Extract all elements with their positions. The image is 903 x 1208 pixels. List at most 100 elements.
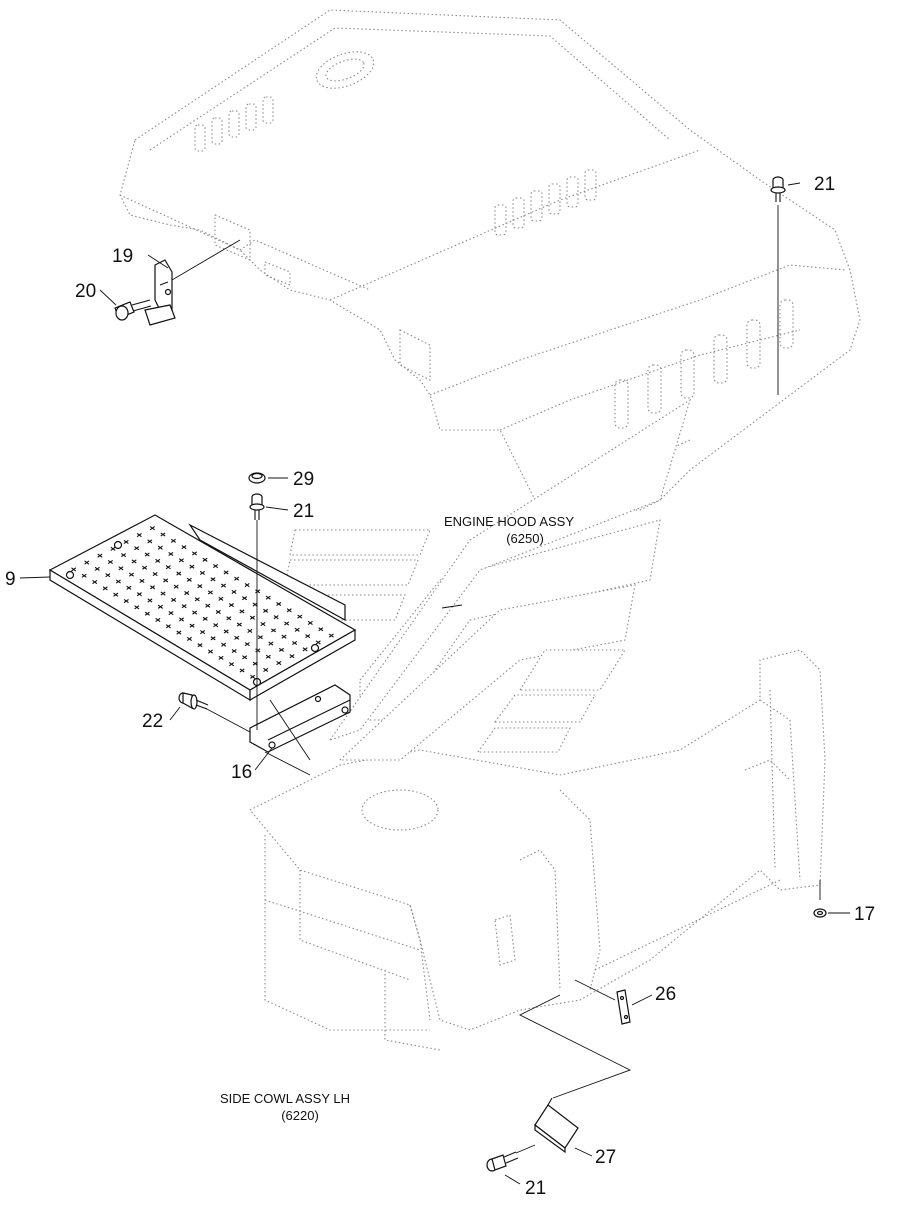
perforation-hole bbox=[265, 595, 271, 600]
perforation-hole bbox=[281, 634, 287, 639]
perforation-hole bbox=[123, 539, 129, 544]
callout-21-bottom: 21 bbox=[525, 1178, 546, 1199]
bracket-part-27 bbox=[534, 1097, 579, 1154]
perforation-hole bbox=[318, 627, 324, 632]
side-cowl-assy-code: (6220) bbox=[281, 1108, 319, 1123]
perforation-hole bbox=[178, 558, 184, 563]
engine-hood-assy-code: (6250) bbox=[506, 531, 544, 546]
perforation-hole bbox=[270, 628, 277, 633]
perforation-hole bbox=[218, 655, 224, 660]
perforation-hole bbox=[197, 584, 203, 589]
side-cowl-assy-name: SIDE COWL ASSY LH bbox=[220, 1091, 350, 1106]
perforation-hole bbox=[215, 609, 221, 615]
perforation-hole bbox=[92, 580, 98, 585]
perforation-hole bbox=[302, 647, 308, 652]
perforation-hole bbox=[142, 565, 148, 570]
perforation-hole bbox=[234, 576, 240, 581]
perforation-hole bbox=[178, 617, 185, 622]
callout-29: 29 bbox=[293, 469, 314, 490]
perforation-hole bbox=[252, 602, 258, 607]
perforation-hole bbox=[186, 577, 192, 582]
perforation-hole bbox=[250, 674, 256, 679]
callout-19: 19 bbox=[112, 246, 133, 267]
perforation-hole bbox=[160, 532, 166, 537]
decal-stripes bbox=[284, 398, 691, 761]
bolt-part-22 bbox=[178, 692, 209, 710]
perforation-hole bbox=[305, 634, 311, 639]
perforation-hole bbox=[247, 628, 253, 633]
perforation-hole bbox=[184, 590, 190, 596]
perforation-hole bbox=[207, 590, 213, 595]
perforation-hole bbox=[155, 617, 161, 623]
perforation-hole bbox=[276, 601, 282, 607]
perforation-hole bbox=[197, 643, 203, 648]
perforation-hole bbox=[118, 566, 124, 571]
perforation-hole bbox=[223, 629, 229, 634]
perforation-hole bbox=[229, 662, 235, 667]
perforation-hole bbox=[168, 611, 174, 616]
perforation-hole bbox=[136, 592, 142, 597]
perforation-hole bbox=[149, 526, 155, 531]
perforation-hole bbox=[273, 615, 279, 620]
callout-26: 26 bbox=[655, 984, 676, 1005]
engine-hood-assembly bbox=[119, 9, 861, 511]
callout-20: 20 bbox=[75, 281, 96, 302]
perforation-hole bbox=[265, 654, 271, 659]
perforation-hole bbox=[136, 533, 142, 538]
perforation-hole bbox=[171, 597, 177, 602]
perforation-hole bbox=[194, 597, 200, 602]
perforation-hole bbox=[123, 598, 129, 604]
perforation-hole bbox=[189, 623, 195, 628]
perforation-hole bbox=[200, 629, 206, 635]
perforation-hole bbox=[81, 573, 87, 578]
perforation-hole bbox=[328, 633, 334, 638]
perforation-holes bbox=[71, 526, 334, 679]
perforation-hole bbox=[147, 598, 153, 603]
perforation-hole bbox=[242, 655, 248, 660]
perforation-hole bbox=[173, 584, 179, 589]
callout-16: 16 bbox=[231, 762, 252, 783]
perforation-hole bbox=[236, 622, 242, 627]
perforation-hole bbox=[223, 570, 229, 575]
perforation-hole bbox=[163, 578, 169, 583]
perforation-hole bbox=[294, 627, 300, 632]
perforation-hole bbox=[107, 559, 113, 565]
perforation-hole bbox=[218, 596, 224, 601]
perforation-hole bbox=[255, 589, 261, 594]
perforation-hole bbox=[284, 621, 290, 626]
perforation-hole bbox=[165, 624, 171, 629]
perforation-hole bbox=[71, 567, 77, 572]
perforation-hole bbox=[205, 603, 211, 608]
perforation-hole bbox=[199, 570, 205, 576]
bolt-part-21-bottom bbox=[486, 1151, 519, 1172]
cap-part-29 bbox=[248, 472, 266, 484]
perforation-hole bbox=[110, 546, 116, 551]
perforation-hole bbox=[126, 585, 132, 590]
perforation-hole bbox=[134, 546, 140, 551]
perforation-hole bbox=[244, 582, 250, 588]
bracket-part-16 bbox=[249, 684, 351, 753]
perforation-hole bbox=[168, 551, 174, 557]
perforation-hole bbox=[263, 667, 269, 672]
perforation-hole bbox=[260, 622, 266, 627]
perforation-hole bbox=[278, 647, 284, 652]
perforation-hole bbox=[191, 551, 198, 556]
perforation-hole bbox=[84, 560, 90, 565]
callout-27: 27 bbox=[595, 1147, 616, 1168]
perforation-hole bbox=[170, 538, 176, 543]
perforation-hole bbox=[292, 640, 298, 646]
bolt-part-21-top bbox=[770, 176, 786, 202]
perforation-hole bbox=[152, 572, 158, 577]
assembly-notes: ENGINE HOOD ASSY (6250) SIDE COWL ASSY L… bbox=[220, 514, 574, 1123]
perforation-hole bbox=[226, 616, 232, 621]
perforation-hole bbox=[165, 565, 171, 570]
bolt-part-21-mid bbox=[249, 493, 265, 520]
washer-part-17 bbox=[813, 908, 827, 918]
perforation-hole bbox=[228, 603, 234, 608]
perforation-hole bbox=[239, 668, 245, 673]
leader-lines bbox=[19, 182, 850, 1185]
perforation-hole bbox=[263, 608, 269, 613]
perforation-hole bbox=[210, 577, 216, 582]
perforation-hole bbox=[234, 635, 240, 640]
